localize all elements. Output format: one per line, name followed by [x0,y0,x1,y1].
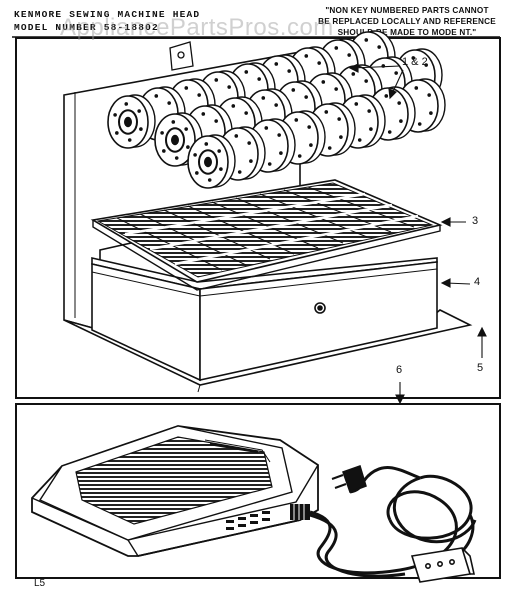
foot-control [31,425,319,557]
callout-4: 4 [474,276,481,288]
machine-connector-plug [410,547,475,583]
notice-line-3: SHOULD BE MADE TO MODE NT." [337,28,477,37]
callout-3: 3 [472,215,479,227]
diagram-title: KENMORE SEWING MACHINE HEAD MODEL NUMBER… [14,8,304,34]
power-plug [331,465,367,493]
foot-control-tread-pad [75,436,273,525]
callout-5: 5 [477,362,484,374]
accessory-tray [90,179,443,291]
callout-1-and-2: 1 & 2 [402,56,428,68]
callout-6: 6 [396,364,403,376]
title-line-1: KENMORE SEWING MACHINE HEAD [14,9,201,20]
callout-leaders-upper [348,63,487,405]
bobbin [247,118,296,173]
notice-box: "NON KEY NUMBERED PARTS CANNOT BE REPLAC… [314,5,500,38]
page-code: L5 [34,578,46,589]
notice-line-2: BE REPLACED LOCALLY AND REFERENCE [318,17,496,26]
upper-panel-frame [15,37,501,399]
power-cord [309,465,477,578]
bobbin [187,134,236,189]
cord-strain-relief [290,504,310,520]
notice-line-1: "NON KEY NUMBERED PARTS CANNOT [325,6,489,15]
bobbin [107,94,156,149]
bobbin-bracket [169,41,194,71]
bobbin-cluster [107,30,446,189]
title-line-2: MODEL NUMBER 58-18802 [14,22,159,33]
foot-control-vent-slots [226,511,270,530]
lower-panel-frame [15,403,501,579]
accessory-box [91,256,438,382]
